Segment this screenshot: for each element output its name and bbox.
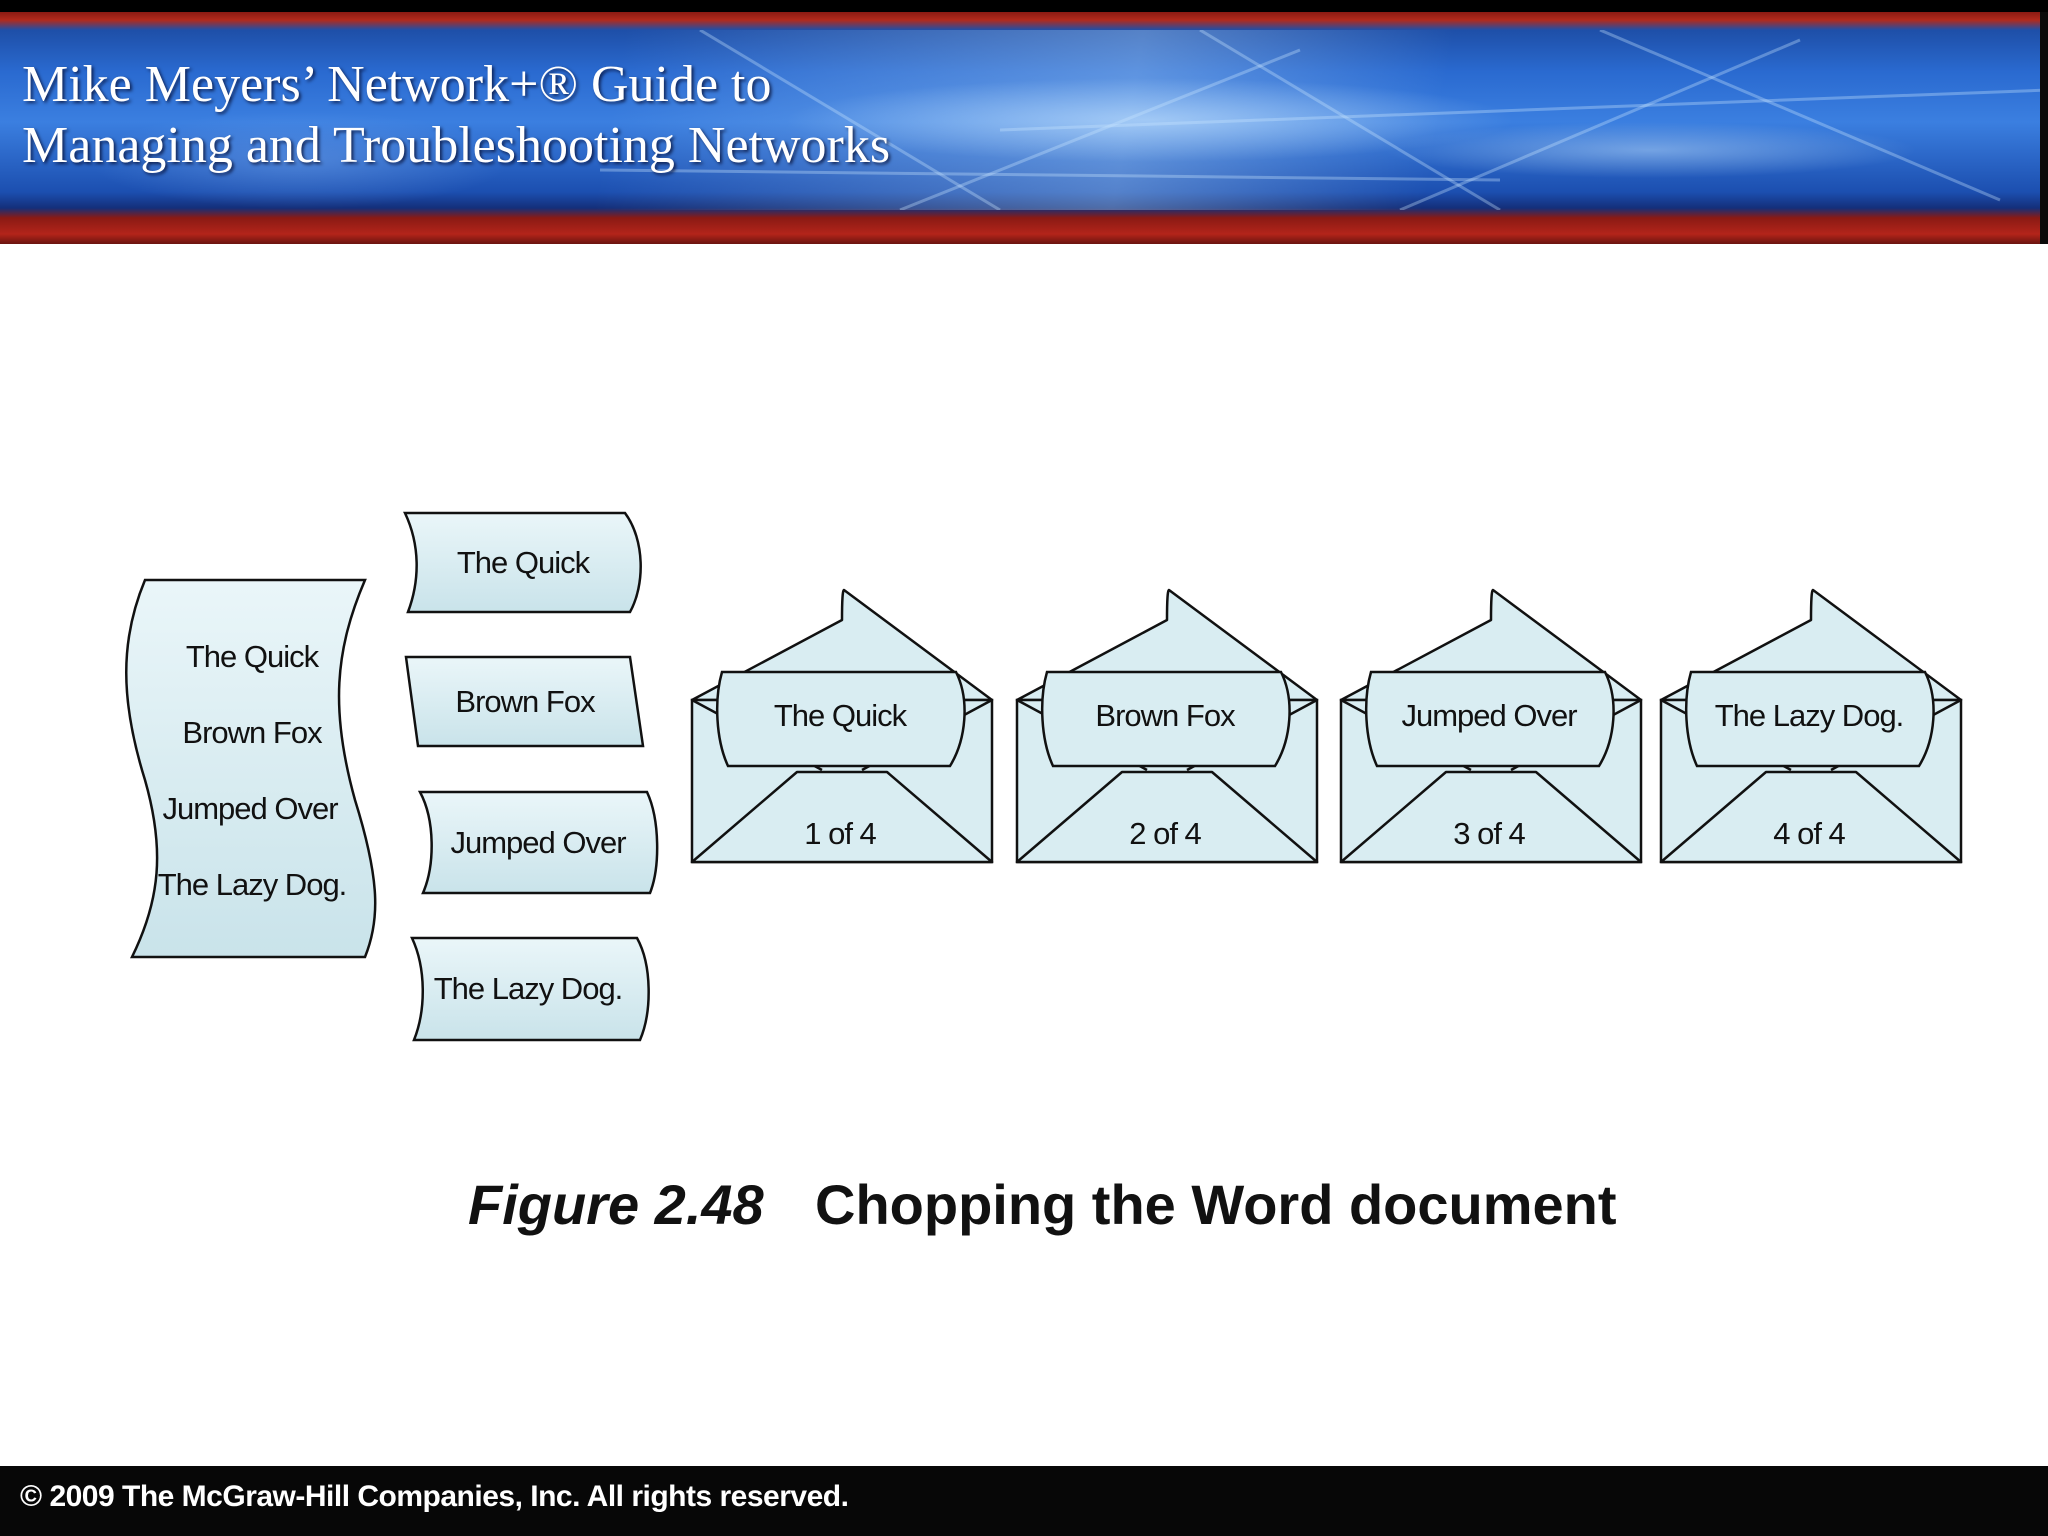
packet-envelope: The Lazy Dog. 4 of 4 [1661,590,1961,862]
packet-sequence: 1 of 4 [804,816,876,851]
chunk-label: Jumped Over [450,825,626,860]
packet-content: Brown Fox [1095,698,1236,733]
document-chunk: Brown Fox [406,657,643,746]
chunk-label: The Lazy Dog. [434,971,623,1006]
footer-bar: © 2009 The McGraw-Hill Companies, Inc. A… [0,1466,2048,1536]
document-line: The Quick [186,639,320,674]
figure-title: Chopping the Word document [815,1172,1617,1237]
word-document: The Quick Brown Fox Jumped Over The Lazy… [126,580,375,957]
packet-sequence: 3 of 4 [1453,816,1525,851]
packet-envelope: Brown Fox 2 of 4 [1017,590,1317,862]
document-line: The Lazy Dog. [158,867,347,902]
packet-sequence: 4 of 4 [1773,816,1845,851]
document-line: Jumped Over [162,791,338,826]
document-chunk: The Quick [405,513,641,612]
packet-sequence: 2 of 4 [1129,816,1201,851]
document-chunk: The Lazy Dog. [412,938,649,1040]
packet-content: The Lazy Dog. [1715,698,1904,733]
packet-envelope: Jumped Over 3 of 4 [1341,590,1641,862]
packet-envelope: The Quick 1 of 4 [692,590,992,862]
chunk-label: Brown Fox [455,684,596,719]
document-line: Brown Fox [182,715,323,750]
packet-content: Jumped Over [1401,698,1577,733]
chunk-label: The Quick [457,545,591,580]
copyright-notice: © 2009 The McGraw-Hill Companies, Inc. A… [20,1480,848,1514]
figure-number: Figure 2.48 [468,1172,764,1237]
document-chunk: Jumped Over [420,792,657,893]
packet-content: The Quick [774,698,908,733]
